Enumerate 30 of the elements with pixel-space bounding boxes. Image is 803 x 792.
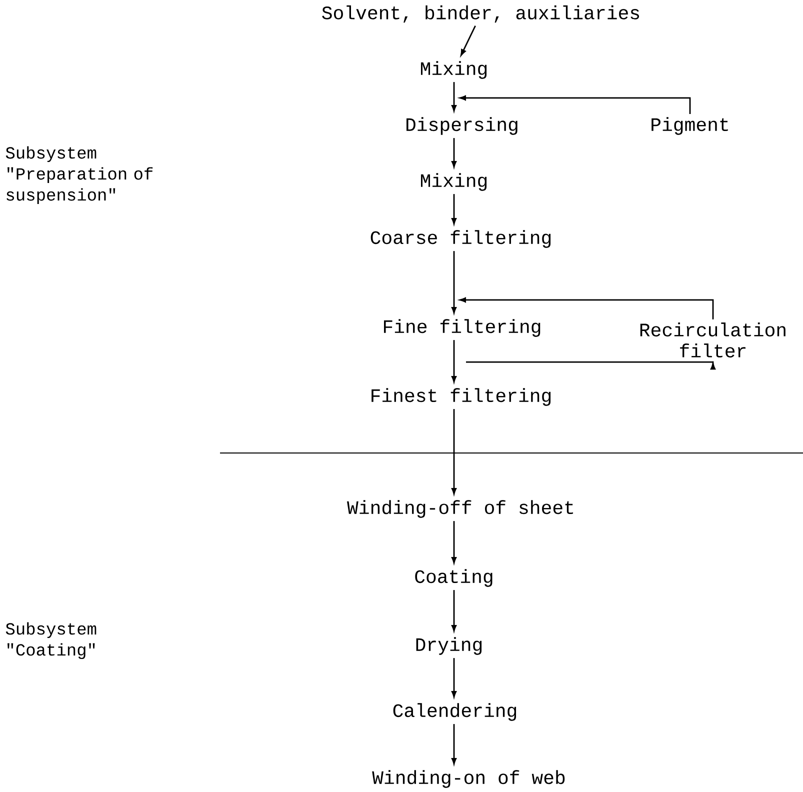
arrow [460, 95, 691, 114]
arrow [451, 521, 457, 564]
step-text: Fine filtering [384, 319, 540, 337]
arrow [451, 658, 457, 698]
step-text: Coating [415, 569, 492, 587]
subsystem-label: Subsystem "Coating" [6, 622, 96, 660]
step-text: Winding-off of sheet [346, 500, 573, 518]
arrow [451, 138, 457, 168]
step-text: Drying [416, 637, 482, 655]
step-text: Dispersing [406, 117, 518, 135]
arrow [451, 340, 457, 382]
step-text: Winding-on of web [372, 770, 565, 788]
arrow [451, 409, 457, 494]
step-text: Recirculation filter [640, 322, 786, 358]
arrow [460, 297, 714, 320]
subsystem-label: Subsystem "Preparation of suspension" [6, 146, 153, 204]
arrow [451, 251, 457, 314]
step-text: Mixing [421, 61, 487, 79]
step-text: Coarse filtering [370, 230, 551, 248]
arrow [451, 194, 457, 224]
step-text: Calendering [393, 703, 516, 721]
arrow [451, 590, 457, 632]
step-text: Solvent, binder, auxiliaries [322, 5, 639, 23]
arrow [451, 82, 457, 112]
arrow [460, 25, 476, 56]
step-text: Pigment [652, 117, 728, 135]
step-text: Mixing [421, 173, 487, 191]
step-text: Finest filtering [372, 388, 551, 406]
arrow [451, 724, 457, 764]
arrow [466, 361, 716, 370]
